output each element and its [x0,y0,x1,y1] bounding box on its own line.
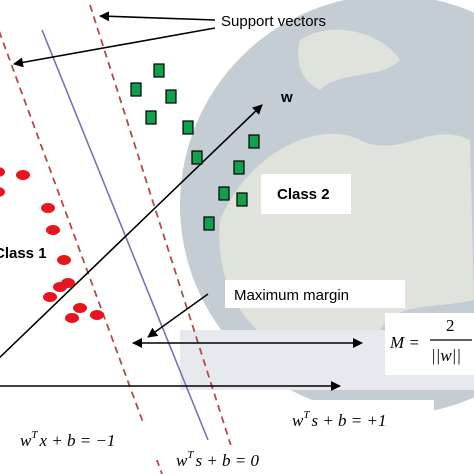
class1-point [53,282,67,292]
class2-point [236,192,248,207]
w-vector-arrow [0,104,263,359]
class2-label: Class 2 [277,186,330,203]
support-vector-pointer-top [99,11,216,22]
negative-equation-box [14,422,164,460]
hyperplane-equation-box [166,445,304,474]
class1-point [0,187,5,197]
class1-point [57,255,71,265]
margin-formula-box [385,313,474,375]
class2-point [248,134,260,149]
class1-points [0,167,104,323]
class2-points [130,63,260,231]
negative-margin-line [0,30,163,474]
max-margin-pointer [147,293,209,338]
class1-point [65,313,79,323]
class2-point [218,186,230,201]
margin-formula-denominator: ||w|| [431,346,461,365]
margin-formula-lhs: M = [389,333,420,352]
class1-point [43,292,57,302]
class2-point [182,120,194,135]
class2-point [145,110,157,125]
class2-point [165,89,177,104]
class1-point [46,225,60,235]
max-margin-label: Maximum margin [234,287,349,304]
positive-equation-box [284,400,434,440]
class1-point [73,303,87,313]
class1-label: Class 1 [0,245,47,262]
globe-land-2 [298,29,400,90]
hyperplane-line [41,29,209,441]
class2-point [203,216,215,231]
class2-point [130,82,142,97]
support-vector-pointer-left [13,27,216,68]
class1-point [90,310,104,320]
class1-point [16,170,30,180]
class1-point [0,167,5,177]
support-vectors-label: Support vectors [221,13,326,30]
class1-point [41,203,55,213]
class2-point [153,63,165,78]
class2-point [191,150,203,165]
positive-margin-line [89,4,241,474]
w-label: w [280,89,293,106]
class2-point [233,160,245,175]
max-margin-label-box [225,280,405,308]
class2-label-box [261,174,351,214]
margin-formula-numerator: 2 [446,316,455,335]
